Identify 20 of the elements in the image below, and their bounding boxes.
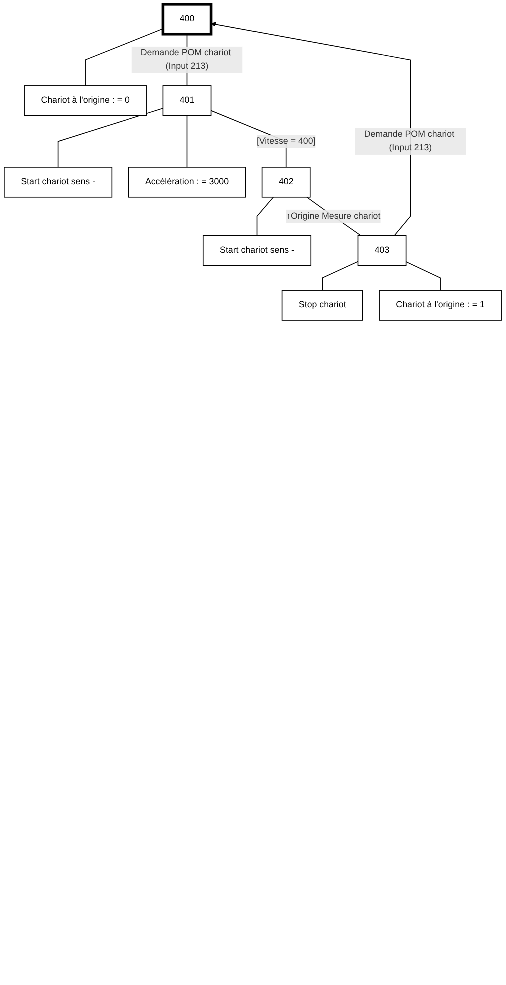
node-box: Chariot à l'origine : = 1 bbox=[379, 290, 502, 321]
node-box: 402 bbox=[262, 167, 311, 198]
node-box: Start chariot sens - bbox=[202, 235, 312, 266]
connector bbox=[406, 262, 441, 291]
node-box: 403 bbox=[358, 235, 407, 266]
connector bbox=[58, 108, 164, 168]
edge-label: [Vitesse = 400] bbox=[256, 136, 316, 146]
node-box: Accélération : = 3000 bbox=[128, 167, 246, 198]
connector bbox=[322, 261, 359, 291]
connector bbox=[186, 115, 188, 168]
node-box: 400 bbox=[162, 3, 213, 36]
node-box: Start chariot sens - bbox=[4, 167, 113, 198]
node-box: Chariot à l'origine : = 0 bbox=[24, 86, 147, 116]
edge-label: Demande POM chariot (Input 213) bbox=[140, 48, 232, 72]
connector bbox=[256, 196, 274, 236]
node-box: Stop chariot bbox=[282, 290, 364, 321]
edge-label: Demande POM chariot (Input 213) bbox=[364, 130, 455, 153]
edge-label: ↑Origine Mesure chariot bbox=[286, 212, 381, 221]
node-box: 401 bbox=[162, 86, 212, 116]
connector bbox=[85, 28, 164, 86]
